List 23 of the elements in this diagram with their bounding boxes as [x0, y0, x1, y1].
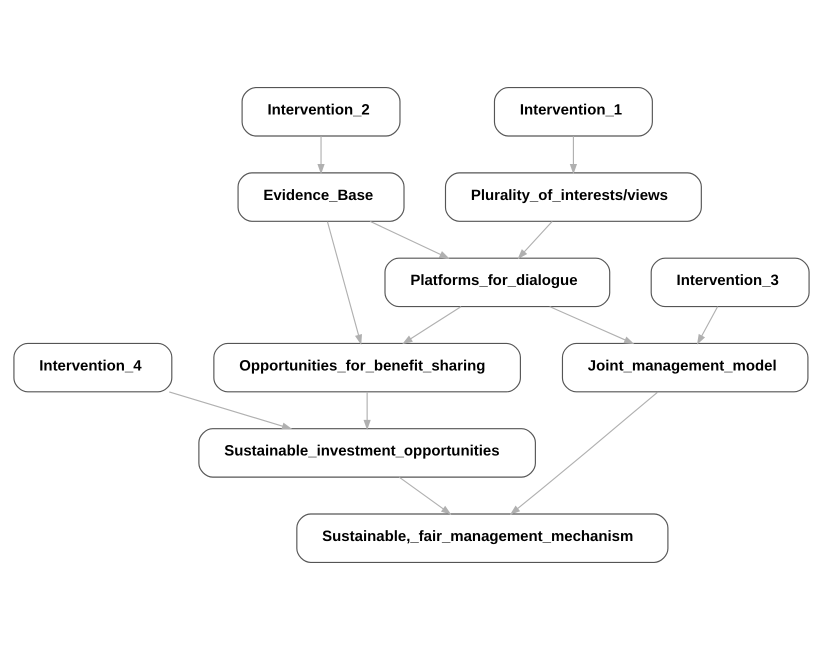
- arrow: [517, 220, 552, 260]
- arrow: [548, 306, 634, 344]
- arrow: [402, 306, 461, 344]
- node-box: Sustainable_investment_opportunities: [198, 428, 536, 478]
- node-box: Evidence_Base: [237, 172, 404, 222]
- node-box: Intervention_2: [241, 87, 400, 137]
- node-box: Intervention_3: [650, 258, 810, 308]
- node-box: Intervention_1: [493, 87, 652, 137]
- arrow: [369, 220, 450, 259]
- node-box: Joint_management_model: [561, 342, 808, 392]
- node-box: Intervention_4: [12, 342, 172, 392]
- node-box: Platforms_for_dialogue: [384, 258, 610, 308]
- node-box: Opportunities_for_benefit_sharing: [212, 342, 520, 392]
- arrow: [168, 391, 292, 430]
- node-box: Sustainable,_fair_management_mechanism: [296, 513, 668, 563]
- arrow: [509, 392, 658, 515]
- arrow: [363, 392, 370, 430]
- arrow: [316, 136, 324, 174]
- node-box: Plurality_of_interests/views: [444, 172, 702, 222]
- arrow: [398, 476, 451, 515]
- arrow: [696, 306, 718, 345]
- arrow: [326, 221, 362, 345]
- arrow: [569, 136, 577, 174]
